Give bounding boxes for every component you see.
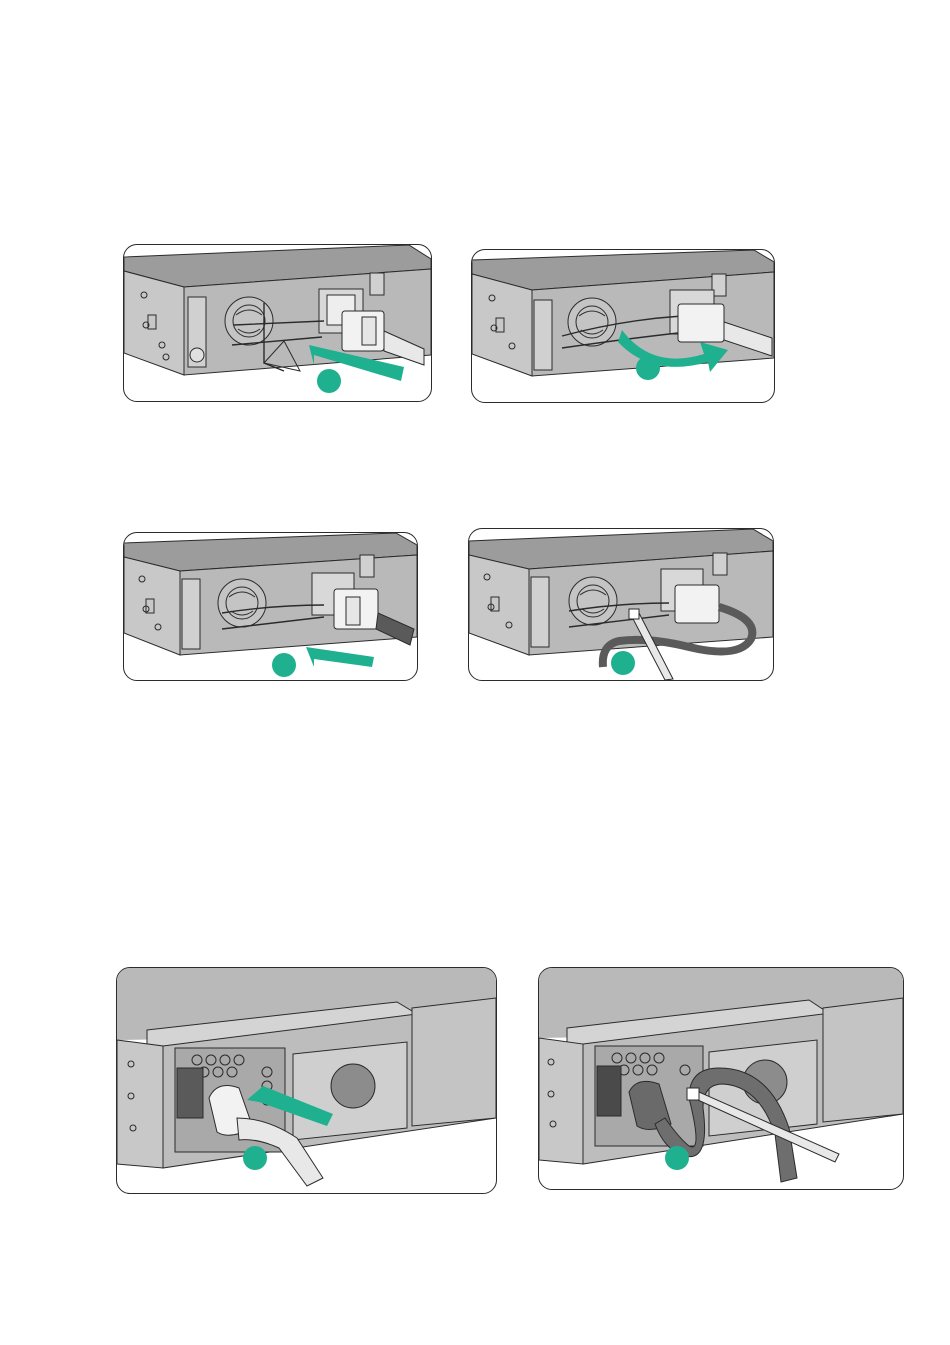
illustration-insert-plug-c [116, 967, 497, 1194]
device-drawing [539, 968, 903, 1189]
device-drawing [124, 533, 417, 680]
step-marker-icon [317, 369, 341, 393]
fan-icon [225, 297, 273, 345]
fan-icon [218, 579, 266, 627]
step-marker-icon [636, 356, 660, 380]
illustration-insert-plug-b [123, 532, 418, 681]
device-drawing [469, 529, 773, 680]
step-marker-icon [665, 1146, 689, 1170]
illustration-insert-plug-a [123, 244, 432, 402]
illustration-cable-tie-a [468, 528, 774, 681]
step-marker-icon [272, 653, 296, 677]
arrow-icon [306, 647, 374, 667]
device-drawing [472, 250, 774, 402]
fan-icon [568, 298, 616, 346]
fan-icon [569, 577, 617, 625]
device-drawing [117, 968, 496, 1193]
device-drawing [124, 245, 431, 401]
step-marker-icon [611, 651, 635, 675]
step-marker-icon [243, 1146, 267, 1170]
illustration-cable-tie-b [538, 967, 904, 1190]
illustration-flip-retainer [471, 249, 775, 403]
